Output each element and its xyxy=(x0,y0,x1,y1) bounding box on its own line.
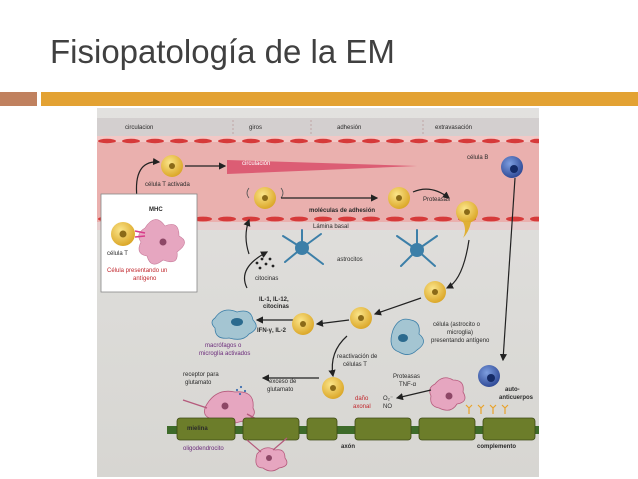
antigen-presentation-inset xyxy=(100,193,198,293)
label-apc-line2: antígeno xyxy=(133,276,157,282)
stage-adhesion: adhesión xyxy=(337,125,361,131)
label-exceso-line1: exceso de xyxy=(269,379,297,385)
b-cell xyxy=(501,156,523,178)
antibodies xyxy=(465,404,509,414)
label-citocinas: citocinas xyxy=(255,276,278,282)
label-dano-line2: axonal xyxy=(353,404,371,410)
label-ifn: IFN-γ, IL-2 xyxy=(257,328,287,334)
stage-circulacion: circulacion xyxy=(125,125,153,131)
label-oligodendrocito: oligodendrocito xyxy=(183,446,224,452)
label-celula-t-activada: célula T activada xyxy=(145,182,190,188)
label-apc2-line3: presentando antígeno xyxy=(431,338,490,344)
title-rule-accent xyxy=(0,92,37,106)
label-receptor-line2: glutamato xyxy=(185,380,212,386)
label-proteasas-bottom: Proteasas xyxy=(393,374,420,380)
macrophage xyxy=(211,309,257,340)
ms-pathophysiology-diagram: circulacion giros adhesión extravasación xyxy=(97,108,539,477)
label-receptor-line1: receptor para xyxy=(183,372,219,378)
microglia-bottom xyxy=(429,377,466,411)
label-no: NO xyxy=(383,404,392,410)
label-circulacion-blood: circulación xyxy=(242,161,270,167)
label-react-line1: reactivación de xyxy=(337,354,378,360)
label-exceso-line2: glutamato xyxy=(267,387,294,393)
t-cell-middle-right xyxy=(350,307,372,329)
label-complemento: complemento xyxy=(477,444,516,450)
t-cell-middle-left xyxy=(292,313,314,335)
extravasating-t-cell xyxy=(456,201,478,238)
activated-t-cell xyxy=(161,155,183,177)
label-axon: axón xyxy=(341,444,355,450)
label-il-line2: citocinas xyxy=(263,304,290,310)
label-lamina-basal: Lámina basal xyxy=(313,224,349,230)
label-auto-line2: anticuerpos xyxy=(499,395,534,401)
cytokine-particles xyxy=(255,257,275,270)
antigen-presenting-glia xyxy=(390,318,424,355)
title-rule xyxy=(41,92,638,106)
label-astrocitos: astrocitos xyxy=(337,257,363,263)
rolling-t-cell xyxy=(246,187,284,209)
oligodendrocyte xyxy=(246,437,288,472)
label-mhc: MHC xyxy=(149,207,163,213)
astrocyte-left xyxy=(282,229,324,265)
label-react-line2: células T xyxy=(343,362,367,368)
label-tnf: TNF-α xyxy=(399,382,417,388)
label-mielina: mielina xyxy=(187,426,208,432)
label-celula-b: célula B xyxy=(467,155,488,161)
label-auto-line1: auto- xyxy=(505,387,520,393)
t-cell-bottom xyxy=(322,377,344,399)
label-macro-line2: microglía activados xyxy=(199,351,250,357)
label-apc-line1: Célula presentando un xyxy=(107,268,167,274)
stage-header xyxy=(97,118,539,136)
label-o2: O₂⁻ xyxy=(383,396,393,402)
label-moleculas-adhesion: moléculas de adhesión xyxy=(309,208,375,214)
label-macro-line1: macrófagos o xyxy=(205,343,242,349)
label-celula-t: célula T xyxy=(107,251,128,257)
stage-extravasacion: extravasación xyxy=(435,125,472,131)
glutamate-dots xyxy=(235,385,247,396)
stage-giros: giros xyxy=(249,125,262,131)
label-apc2-line2: microglia) xyxy=(447,330,473,336)
astrocyte-right xyxy=(396,229,438,267)
plasma-cell xyxy=(478,365,500,387)
label-apc2-line1: célula (astrocito o xyxy=(433,322,481,328)
slide-title: Fisiopatología de la EM xyxy=(50,33,395,70)
myelinated-axon xyxy=(167,417,539,441)
label-il-line1: IL-1, IL-12, xyxy=(259,297,289,303)
t-cell-parenchyma-right xyxy=(424,281,446,303)
adhering-t-cell xyxy=(388,187,410,209)
label-proteasas-top: Proteasas xyxy=(423,197,450,203)
label-dano-line1: daño xyxy=(355,396,369,402)
